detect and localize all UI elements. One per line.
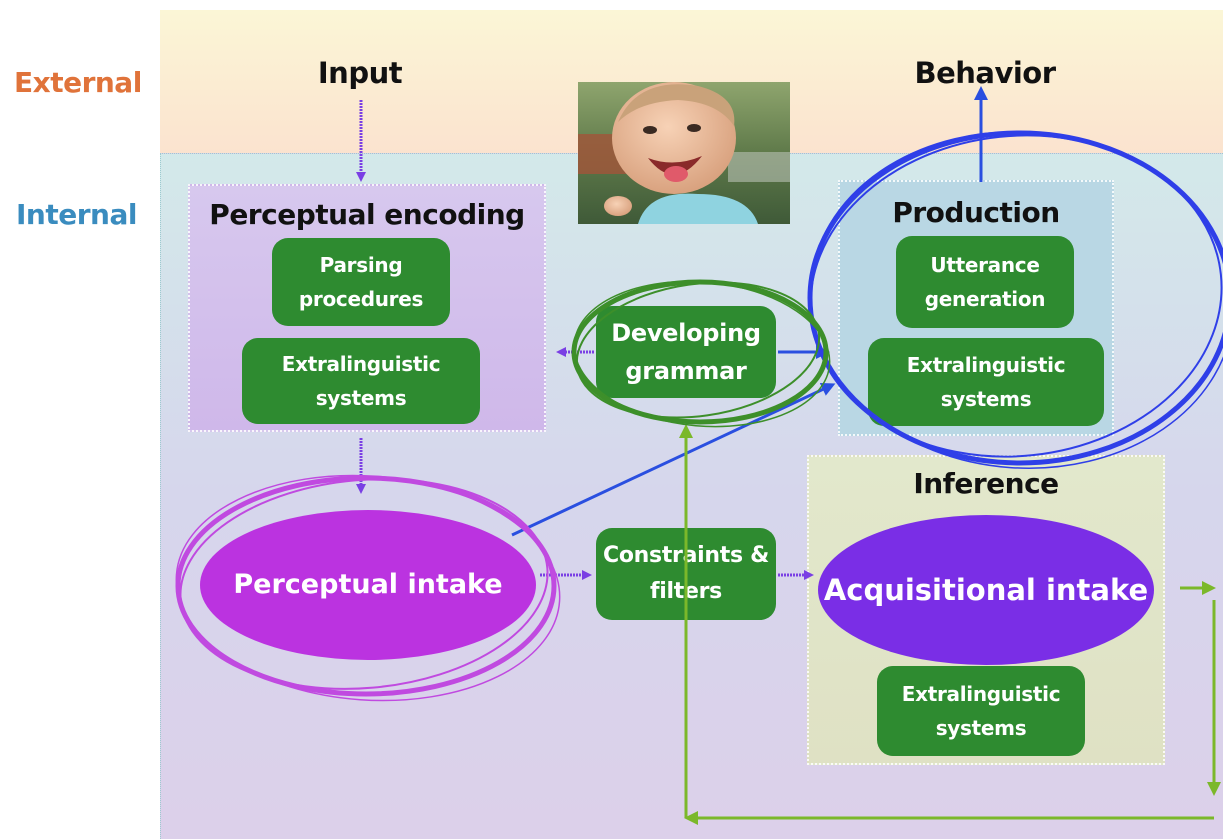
production-highlight-circle [807,130,1223,469]
external-label: External [14,66,142,99]
production-title: Production [892,196,1060,229]
intake-highlight-circle [175,474,561,702]
utterance-generation-box: Utterance generation [896,236,1074,328]
acquisitional-intake-node: Acquisitional intake [818,515,1154,665]
input-heading: Input [317,56,403,90]
perceptual-intake-node: Perceptual intake [200,510,536,660]
child-photo [578,82,790,224]
intake-to-production-arrow [511,383,836,537]
perceptual-encoding-title: Perceptual encoding [209,198,525,231]
internal-label: Internal [16,198,137,231]
parsing-procedures-box: Parsing procedures [272,238,450,326]
extralinguistic-systems-box: Extralinguistic systems [877,666,1085,756]
behavior-heading: Behavior [914,56,1056,90]
grammar-highlight-circle [571,279,831,428]
extralinguistic-systems-box: Extralinguistic systems [242,338,480,424]
developing-grammar-box: Developing grammar [596,306,776,398]
inference-title: Inference [913,467,1059,500]
extralinguistic-systems-box: Extralinguistic systems [868,338,1104,426]
